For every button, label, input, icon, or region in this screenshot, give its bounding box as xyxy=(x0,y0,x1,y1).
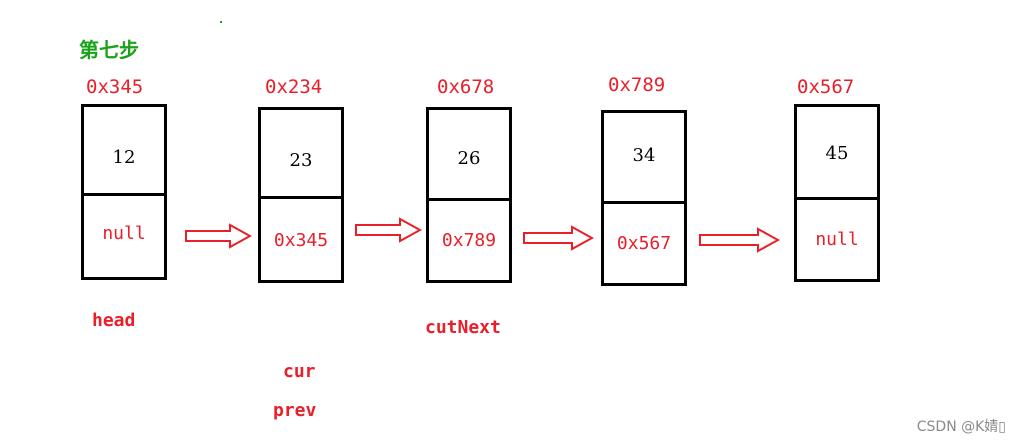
node-5-address: 0x567 xyxy=(797,76,855,98)
cur-label: cur xyxy=(283,361,316,382)
node-1: 12 null xyxy=(81,104,167,280)
node-1-value: 12 xyxy=(112,147,136,168)
node-4-next: 0x567 xyxy=(616,233,672,254)
node-1-address: 0x345 xyxy=(86,76,144,98)
node-4-value: 34 xyxy=(632,145,656,166)
arrow-icon xyxy=(523,225,594,251)
node-2-next: 0x345 xyxy=(273,230,329,251)
node-5-divider xyxy=(797,197,877,200)
cur-next-label: cutNext xyxy=(425,317,501,338)
node-5-next: null xyxy=(815,229,859,250)
node-5-value: 45 xyxy=(825,143,849,164)
node-4-divider xyxy=(604,201,684,204)
node-3: 26 0x789 xyxy=(426,107,512,283)
step-title: 第七步 xyxy=(79,38,139,62)
node-1-divider xyxy=(84,193,164,196)
watermark: CSDN @K婧▯ xyxy=(916,419,1006,435)
node-2-address: 0x234 xyxy=(265,76,323,98)
node-3-address: 0x678 xyxy=(437,76,495,98)
arrow-icon xyxy=(185,223,252,249)
node-2-value: 23 xyxy=(289,150,313,171)
node-1-next: null xyxy=(102,223,146,244)
node-3-next: 0x789 xyxy=(441,230,497,251)
node-5: 45 null xyxy=(794,104,880,282)
arrow-icon xyxy=(699,227,780,253)
node-3-divider xyxy=(429,198,509,201)
node-2-divider xyxy=(261,196,341,199)
arrow-icon xyxy=(355,217,422,243)
prev-label: prev xyxy=(273,400,317,421)
decorative-dot xyxy=(220,21,222,23)
node-3-value: 26 xyxy=(457,148,481,169)
node-4-address: 0x789 xyxy=(608,74,666,96)
node-2: 23 0x345 xyxy=(258,107,344,283)
node-4: 34 0x567 xyxy=(601,110,687,286)
head-label: head xyxy=(92,310,136,331)
